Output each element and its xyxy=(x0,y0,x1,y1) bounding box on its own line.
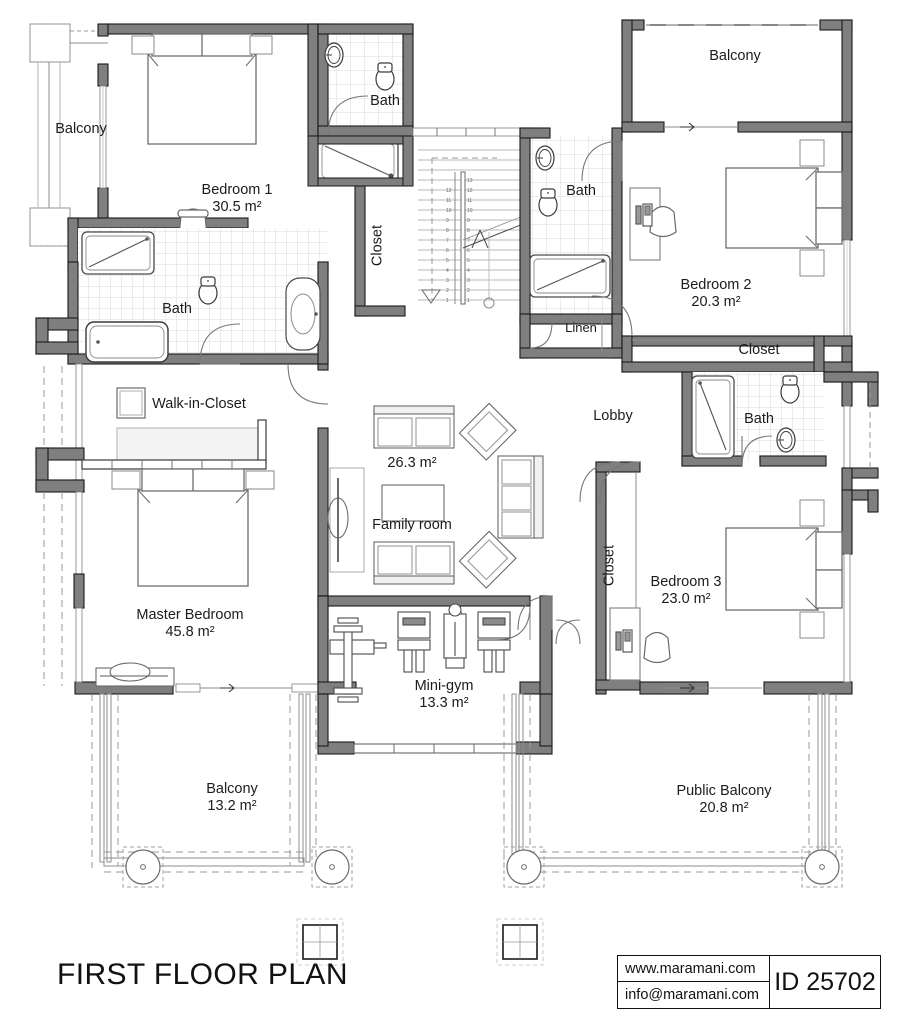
bath-top-left-room xyxy=(317,23,414,137)
balcony-bottom-right xyxy=(503,693,843,888)
balcony-column xyxy=(311,846,353,888)
desk-bedroom2 xyxy=(629,187,677,261)
email-text[interactable]: info@maramani.com xyxy=(625,987,759,1003)
svg-text:13: 13 xyxy=(467,178,473,184)
lobby-doors xyxy=(517,461,621,631)
svg-text:5: 5 xyxy=(446,258,449,264)
mirror-panel xyxy=(327,467,365,573)
bed-master xyxy=(111,468,275,587)
title-block-contact: www.maramani.com info@maramani.com xyxy=(618,956,770,1008)
drawing-title: FIRST FLOOR PLAN xyxy=(57,958,348,991)
svg-text:9: 9 xyxy=(446,218,449,224)
svg-text:10: 10 xyxy=(446,208,452,214)
svg-text:4: 4 xyxy=(467,268,470,274)
svg-text:7: 7 xyxy=(446,238,449,244)
svg-text:3: 3 xyxy=(467,278,470,284)
svg-text:4: 4 xyxy=(446,268,449,274)
svg-text:12: 12 xyxy=(446,188,452,194)
svg-text:11: 11 xyxy=(446,198,451,204)
column-marker xyxy=(296,918,344,966)
bath-bedroom2-room xyxy=(519,127,623,325)
svg-text:9: 9 xyxy=(467,218,470,224)
svg-text:1: 1 xyxy=(446,298,449,304)
misc-wall-stubs xyxy=(97,23,607,695)
dresser-master xyxy=(95,662,175,687)
balcony-bottom-left xyxy=(91,693,353,888)
walkin-closet-furniture xyxy=(81,387,267,470)
svg-text:6: 6 xyxy=(446,248,449,254)
website-text[interactable]: www.maramani.com xyxy=(618,956,769,982)
bed-bedroom1 xyxy=(131,33,273,145)
svg-text:10: 10 xyxy=(467,208,473,214)
balcony-structure-lines xyxy=(29,23,108,247)
balcony-column xyxy=(122,846,164,888)
balcony-top-right xyxy=(621,19,853,133)
closet-bedroom1 xyxy=(354,185,406,317)
svg-text:8: 8 xyxy=(467,228,470,234)
bath-bedroom3-room xyxy=(681,371,879,491)
svg-text:2: 2 xyxy=(446,288,449,294)
plan-id-text: ID 25702 xyxy=(774,967,876,996)
family-room-furniture xyxy=(373,402,544,589)
svg-text:11: 11 xyxy=(467,198,472,204)
bed-bedroom2 xyxy=(725,139,843,277)
svg-text:7: 7 xyxy=(467,238,470,244)
desk-bedroom3 xyxy=(609,607,671,681)
bedroom3-walls xyxy=(555,461,879,695)
balcony-column xyxy=(503,846,545,888)
title-block: www.maramani.com info@maramani.com ID 25… xyxy=(617,955,881,1009)
master-bath-room xyxy=(35,228,329,365)
column-marker xyxy=(496,918,544,966)
balcony-column xyxy=(801,846,843,888)
svg-text:8: 8 xyxy=(446,228,449,234)
gym-equipment xyxy=(329,603,511,703)
svg-text:1: 1 xyxy=(467,298,470,304)
svg-text:5: 5 xyxy=(467,258,470,264)
bed-bedroom3 xyxy=(725,499,843,639)
shower-bedroom1-bath xyxy=(307,135,414,187)
svg-text:6: 6 xyxy=(467,248,470,254)
svg-text:12: 12 xyxy=(467,188,473,194)
svg-text:2: 2 xyxy=(467,288,470,294)
svg-text:3: 3 xyxy=(446,278,449,284)
bedroom2-walls xyxy=(591,131,853,373)
